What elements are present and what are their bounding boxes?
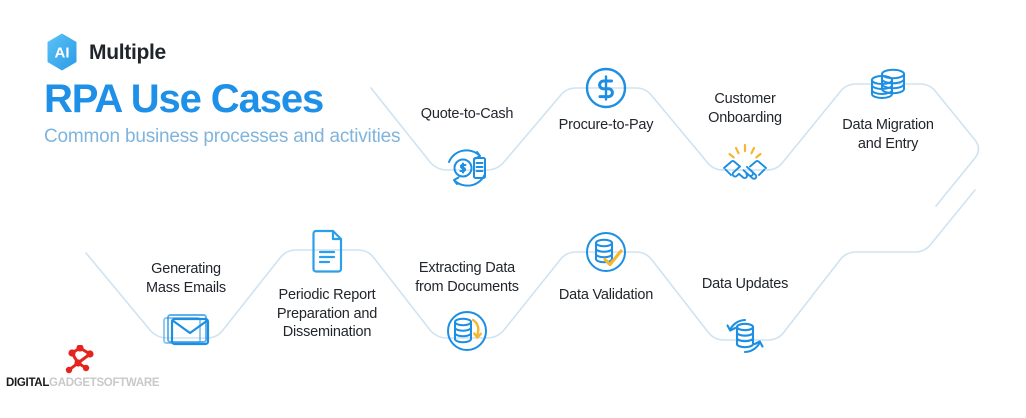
page-subtitle: Common business processes and activities (44, 126, 401, 147)
red-node-network-icon (65, 345, 94, 374)
brand-logo: AI Multiple (44, 32, 166, 72)
database-download-icon (441, 305, 493, 357)
node-label-quote-to-cash: Quote-to-Cash (420, 106, 514, 122)
money-cycle-icon (441, 142, 493, 194)
node-label-data-validation: Data Validation (558, 287, 654, 303)
brand-name: Multiple (89, 40, 166, 64)
handshake-icon (716, 139, 774, 197)
watermark-text: DIGITALGADGETSOFTWARE (6, 377, 160, 389)
node-label-extracting-data: Extracting Data from Documents (415, 260, 519, 295)
database-check-icon (580, 226, 632, 278)
document-icon (305, 225, 349, 275)
svg-text:AI: AI (55, 45, 70, 62)
node-label-data-migration-and-entry: Data Migration and Entry (842, 117, 934, 152)
node-label-data-updates: Data Updates (701, 276, 789, 292)
database-refresh-icon (719, 310, 771, 362)
node-label-periodic-report: Periodic Report Preparation and Dissemin… (276, 287, 378, 341)
node-label-customer-onboarding: Customer Onboarding (708, 91, 782, 126)
dollar-circle-icon (580, 62, 632, 114)
node-label-generating-mass-emails: Generating Mass Emails (146, 261, 226, 296)
database-stack-icon (863, 59, 913, 109)
watermark-text-bold: DIGITAL (6, 377, 50, 389)
envelope-stack-icon (159, 307, 213, 355)
page-title: RPA Use Cases (44, 77, 324, 121)
watermark: DIGITALGADGETSOFTWARE (6, 345, 160, 395)
watermark-text-light: GADGETSOFTWARE (49, 377, 160, 389)
node-label-procure-to-pay: Procure-to-Pay (558, 117, 654, 133)
ai-hexagon-logo-icon: AI (47, 33, 77, 71)
